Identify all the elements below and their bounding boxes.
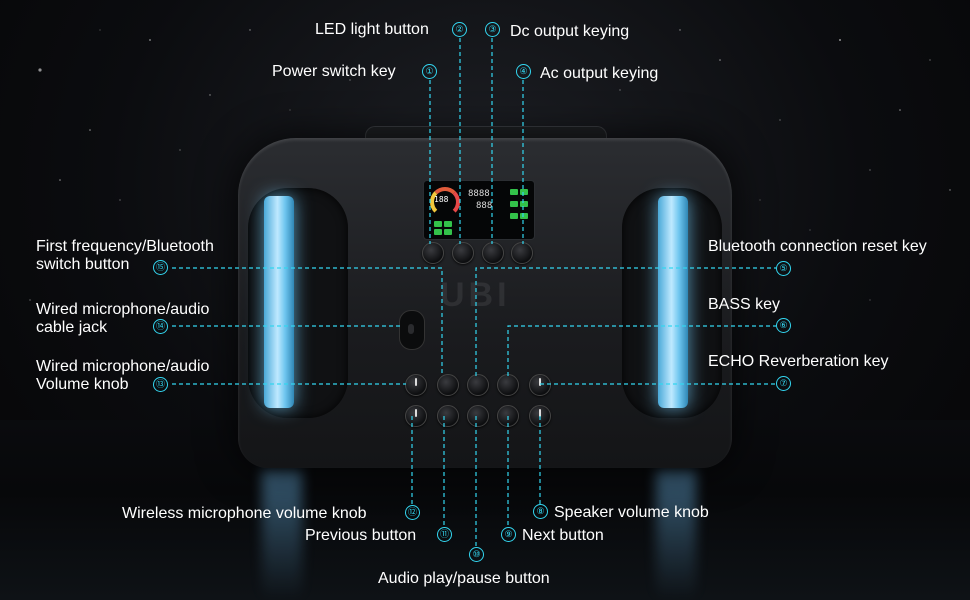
bluetooth-switch-button[interactable] <box>437 374 459 396</box>
callout-label-1: Power switch key <box>272 63 396 80</box>
callout-number-10: ⑩ <box>469 547 484 562</box>
callout-number-9: ⑨ <box>501 527 516 542</box>
callout-label-14-line1: Wired microphone/audio <box>36 301 210 318</box>
cable-jack <box>399 310 425 350</box>
callout-label-13-line1: Wired microphone/audio <box>36 358 210 375</box>
display-value: 188 <box>434 195 449 204</box>
indicator-icon <box>434 229 442 235</box>
callout-number-7: ⑦ <box>776 376 791 391</box>
callout-label-4: Ac output keying <box>540 65 659 82</box>
callout-label-6: BASS key <box>708 296 781 313</box>
brand-logo: UBI <box>440 276 511 314</box>
callout-number-5: ⑤ <box>776 261 791 276</box>
wireless-mic-volume-knob[interactable] <box>405 405 427 427</box>
indicator-icon <box>444 221 452 227</box>
callout-number-2: ② <box>452 22 467 37</box>
callout-number-1: ① <box>422 64 437 79</box>
led-light-button[interactable] <box>452 242 474 264</box>
callout-label-8: Speaker volume knob <box>554 504 709 521</box>
callout-label-5: Bluetooth connection reset key <box>708 238 927 255</box>
callout-number-8: ⑧ <box>533 504 548 519</box>
indicator-icon <box>434 221 442 227</box>
callout-number-6: ⑥ <box>776 318 791 333</box>
callout-number-14: ⑭ <box>153 319 168 334</box>
battery-gauge <box>430 187 460 217</box>
left-light-reflection <box>262 470 302 600</box>
callout-number-15: ⑮ <box>153 260 168 275</box>
callout-label-2: LED light button <box>315 21 429 38</box>
callout-label-3: Dc output keying <box>510 23 630 40</box>
left-led-tube <box>264 196 294 408</box>
callout-label-12: Wireless microphone volume knob <box>122 505 367 522</box>
callout-number-11: ⑪ <box>437 527 452 542</box>
indicator-icon <box>520 213 528 219</box>
bluetooth-reset-button[interactable] <box>467 374 489 396</box>
callout-number-3: ③ <box>485 22 500 37</box>
callout-label-15-line2: switch button <box>36 256 130 273</box>
indicator-icon <box>510 213 518 219</box>
callout-label-13-line2: Volume knob <box>36 376 129 393</box>
display-digits-2: 888 <box>476 201 493 211</box>
display-digits-1: 8888 <box>468 189 490 199</box>
lcd-display: 188 8888 888 <box>423 180 535 240</box>
dc-output-button[interactable] <box>482 242 504 264</box>
wired-mic-volume-knob[interactable] <box>405 374 427 396</box>
callout-number-4: ④ <box>516 64 531 79</box>
right-led-tube <box>658 196 688 408</box>
callout-number-13: ⑬ <box>153 377 168 392</box>
indicator-icon <box>510 189 518 195</box>
ac-output-button[interactable] <box>511 242 533 264</box>
indicator-icon <box>520 201 528 207</box>
right-light-reflection <box>656 470 696 600</box>
callout-label-7: ECHO Reverberation key <box>708 353 889 370</box>
callout-label-11: Previous button <box>305 527 417 544</box>
indicator-icon <box>520 189 528 195</box>
callout-label-15-line1: First frequency/Bluetooth <box>36 238 214 255</box>
play-pause-button[interactable] <box>467 405 489 427</box>
callout-label-14-line2: cable jack <box>36 319 108 336</box>
previous-button[interactable] <box>437 405 459 427</box>
callout-number-12: ⑫ <box>405 505 420 520</box>
echo-knob[interactable] <box>529 374 551 396</box>
indicator-icon <box>444 229 452 235</box>
callout-label-10: Audio play/pause button <box>378 570 550 587</box>
callout-label-9: Next button <box>522 527 604 544</box>
power-switch-button[interactable] <box>422 242 444 264</box>
indicator-icon <box>510 201 518 207</box>
